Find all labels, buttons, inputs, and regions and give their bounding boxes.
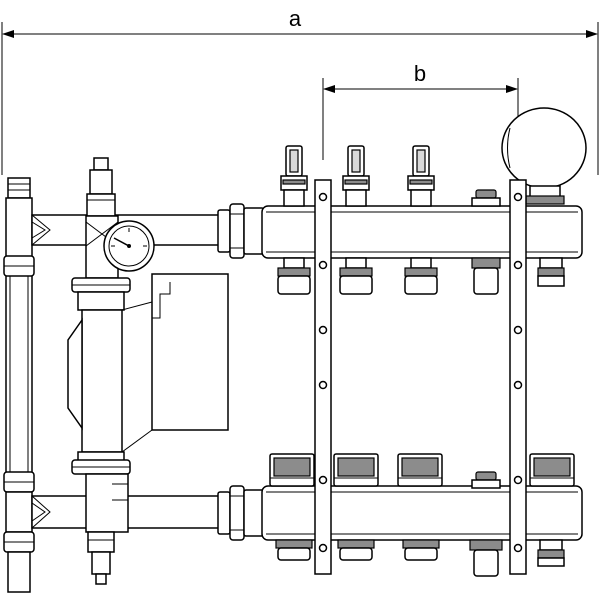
supply-union-fitting	[217, 203, 265, 259]
return-outlet-2	[337, 539, 375, 561]
flow-meter-3-icon	[407, 145, 435, 207]
flow-meter-2-icon	[342, 145, 370, 207]
return-end-fitting	[537, 539, 565, 567]
dimension-a: a	[1, 6, 599, 175]
return-manifold-bar	[261, 485, 583, 541]
supply-air-vent-icon	[471, 189, 501, 207]
supply-drain-valve	[471, 257, 501, 295]
supply-outlet-1	[277, 257, 311, 295]
thermometer-gauge-icon	[103, 220, 155, 272]
supply-outlet-3	[404, 257, 438, 295]
return-drain-valve	[469, 539, 503, 577]
supply-end-fitting	[537, 257, 565, 287]
return-valve-4-icon	[529, 453, 575, 487]
mounting-bracket-left	[314, 179, 332, 575]
supply-outlet-2	[339, 257, 373, 295]
return-union-fitting	[217, 485, 265, 541]
dimension-a-label: a	[289, 6, 302, 31]
return-outlet-3	[402, 539, 440, 561]
return-air-vent-icon	[471, 471, 501, 489]
flow-meter-1-icon	[280, 145, 308, 207]
left-bypass-pipe	[3, 177, 35, 593]
return-valve-2-icon	[333, 453, 379, 487]
pump-motor-housing	[121, 273, 229, 453]
dimension-b: b	[322, 61, 519, 160]
return-outlet-1	[275, 539, 313, 561]
return-valve-3-icon	[397, 453, 443, 487]
supply-manifold-bar	[261, 205, 583, 259]
pump-column	[67, 157, 131, 585]
mounting-bracket-right	[509, 179, 527, 575]
dimension-b-label: b	[414, 61, 426, 86]
return-valve-1-icon	[269, 453, 315, 487]
